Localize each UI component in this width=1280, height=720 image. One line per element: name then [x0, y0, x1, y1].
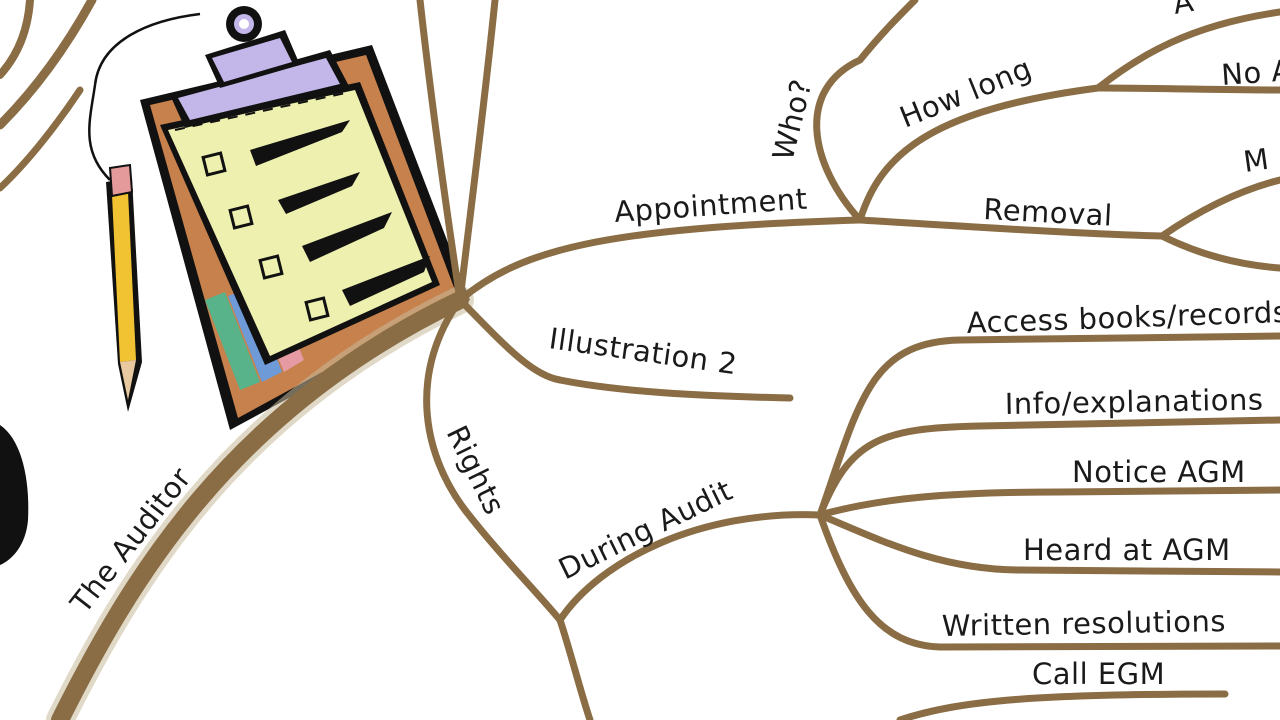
label-top-right-cut: A — [1170, 0, 1196, 21]
label-info-explanations: Info/explanations — [1005, 382, 1264, 421]
labels: The Auditor Appointment Who? How long Re… — [63, 0, 1280, 691]
label-how-long: How long — [895, 51, 1037, 135]
label-rights: Rights — [440, 420, 512, 520]
label-call-egm: Call EGM — [1032, 657, 1165, 691]
label-removal: Removal — [983, 192, 1114, 233]
label-notice-agm: Notice AGM — [1072, 455, 1246, 489]
dark-shape-fragment — [0, 425, 29, 565]
left-edge-branches — [0, 0, 97, 565]
label-no-cut: No A — [1220, 53, 1280, 92]
clipboard-icon — [88, 6, 470, 430]
label-who: Who? — [766, 76, 819, 164]
label-written-resolutions: Written resolutions — [942, 604, 1227, 643]
label-illustration-2: Illustration 2 — [547, 321, 739, 381]
label-heard-at-agm: Heard at AGM — [1023, 533, 1231, 567]
label-m-cut: M — [1241, 142, 1271, 179]
pencil-icon — [106, 163, 142, 412]
branches — [46, 0, 1280, 720]
